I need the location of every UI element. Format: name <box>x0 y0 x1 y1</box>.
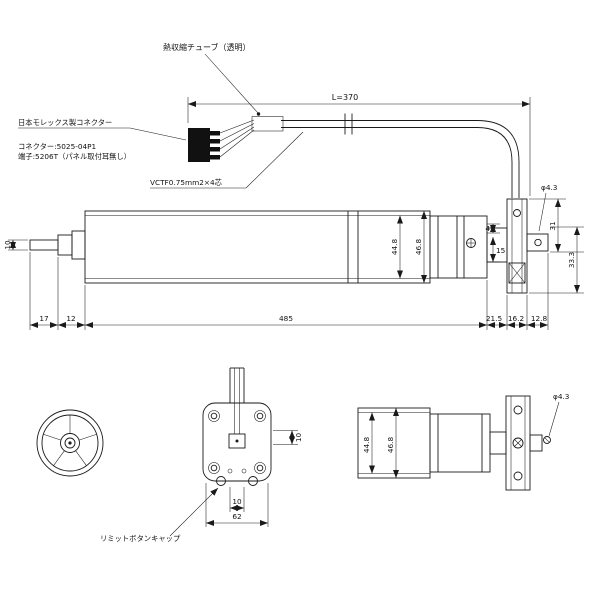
motor-body <box>429 413 491 473</box>
wire <box>219 123 255 142</box>
tube-body <box>84 210 431 284</box>
mounting-hole <box>534 238 542 247</box>
dim-len-bracket: 16.2 <box>508 314 524 323</box>
leader-dot <box>256 112 261 116</box>
dim-hole-motor: φ4.3 <box>553 392 570 401</box>
wire <box>219 129 255 158</box>
corner-hole <box>256 412 264 420</box>
plate-hole-bottom <box>513 471 523 481</box>
main-side-view <box>29 113 549 294</box>
plate-hole-center <box>512 437 524 449</box>
wire <box>219 126 255 150</box>
cable-length-dim: L=370 <box>332 93 358 102</box>
corner-hole <box>210 464 218 472</box>
plate-hole-top <box>513 405 523 415</box>
dim-slot-height: 10 <box>294 433 303 443</box>
shaft-collar <box>57 234 73 256</box>
dim-bracket-step: 4 <box>485 224 490 233</box>
dim-len-shaft-tip: 17 <box>39 314 49 323</box>
cable-spec-label: VCTF0.75mm2×4芯 <box>150 178 222 187</box>
wire <box>219 119 255 134</box>
motor-neck <box>489 431 507 455</box>
end-plug <box>71 230 86 260</box>
molex-connector <box>188 128 220 162</box>
dim-tube-outer: 46.8 <box>414 239 423 256</box>
end-view-drive-bracket <box>202 367 272 486</box>
bracket-plate <box>506 198 528 294</box>
heat-shrink-label: 熱収縮チューブ（透明） <box>163 42 251 52</box>
dim-tube-inner: 44.8 <box>390 239 399 256</box>
motor-head <box>429 215 488 279</box>
limit-button-cap-left <box>216 476 226 486</box>
connector-maker-label: 日本モレックス製コネクター <box>18 118 112 127</box>
dim-bracket-width: 31 <box>548 221 557 230</box>
dim-tab-width: 10 <box>232 497 242 506</box>
limit-block <box>508 262 526 284</box>
corner-hole <box>256 464 264 472</box>
corner-hole <box>210 412 218 420</box>
limit-button-cap-right <box>248 476 258 486</box>
dim-bracket-height: 33.3 <box>567 252 576 269</box>
heat-shrink-sleeve <box>251 116 284 132</box>
front-view-dimensions: 10 10 62 <box>205 430 303 527</box>
output-shaft <box>29 239 59 251</box>
motor-view-dimensions: 44.8 46.8 φ4.3 <box>362 392 570 478</box>
mounting-tab-side <box>529 434 543 452</box>
power-cable <box>281 120 520 198</box>
bracket-body <box>202 402 272 482</box>
terminal-spec-label: 端子:5206T（パネル取付耳無し） <box>18 152 131 161</box>
bracket-hole <box>513 209 521 217</box>
limit-cap-leader <box>169 487 219 537</box>
power-cable <box>281 127 513 198</box>
dim-len-motor-head: 21.5 <box>486 314 502 323</box>
side-view-motor-unit <box>357 395 551 491</box>
mounting-screw <box>543 436 551 444</box>
connector-model-label: コネクター:5025-04P1 <box>18 142 96 151</box>
main-view-dimensions: L=370 10 44.8 46.8 4 15 31 33.3 φ4.3 <box>3 93 584 330</box>
dim-bracket-hub: 15 <box>496 246 505 255</box>
callout-labels: 熱収縮チューブ（透明） 日本モレックス製コネクター コネクター:5025-04P… <box>18 42 304 189</box>
drive-slot <box>228 433 246 449</box>
limit-cap-label: リミットボタンキャップ <box>100 534 181 543</box>
dim-body-width: 62 <box>232 512 241 521</box>
dim-shaft-width: 10 <box>3 240 12 250</box>
dim-tube-inner-motor: 44.8 <box>362 437 371 454</box>
dim-len-tab: 12.8 <box>531 314 548 323</box>
dim-hole-top: φ4.3 <box>541 183 558 192</box>
end-view-idler-wheel <box>36 409 104 477</box>
mounting-tab <box>526 233 549 252</box>
dim-tube-outer-motor: 46.8 <box>386 437 395 454</box>
dim-len-shaft-base: 12 <box>66 314 75 323</box>
dim-len-tube: 485 <box>279 314 293 323</box>
